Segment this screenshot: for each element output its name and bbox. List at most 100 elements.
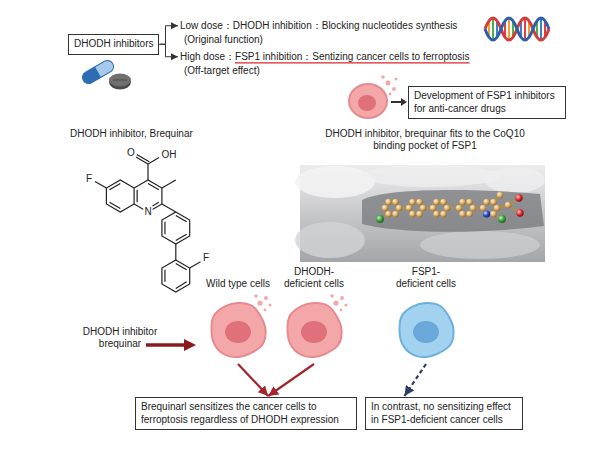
treatment-arrow: [184, 339, 196, 351]
protein-surface: [362, 190, 544, 232]
atom-label: N: [143, 207, 152, 217]
ligand-atoms: [392, 199, 398, 205]
chemical-structure: [134, 180, 162, 210]
chemical-structure: [106, 180, 134, 212]
ligand-atoms: [483, 211, 489, 217]
chemical-structure: [162, 260, 190, 292]
chemical-structure: [165, 216, 187, 241]
drug-icon: [80, 67, 101, 86]
chemical-structure: [95, 181, 106, 188]
cell-illustration: [196, 290, 280, 362]
ferroptotic-cell-icon: [349, 75, 398, 118]
box-text: In contrast, no sensitizing effect in FS…: [371, 401, 517, 426]
ligand-atoms: [466, 199, 472, 205]
cell-membrane: [399, 303, 453, 357]
ferroptotic-cell-icon: [395, 78, 398, 81]
effect-text: (Original function): [180, 33, 457, 47]
ligand-atoms: [459, 211, 465, 217]
ligand-atoms: [483, 199, 489, 205]
ferroptotic-cell-icon: [389, 93, 392, 96]
cell-nucleus: [225, 321, 251, 343]
chemical-structure: [162, 180, 176, 188]
ligand-atoms: [382, 205, 388, 211]
ligand-atoms: [456, 205, 462, 211]
ligand-atoms: [459, 199, 465, 205]
ligand-atoms: [433, 211, 439, 217]
drug-icon: [109, 75, 131, 90]
box-text: Development of FSP1 inhibitors for anti-…: [414, 90, 560, 115]
treatment-label: DHODH inhibitor brequinar: [80, 326, 160, 350]
ligand-atoms: [483, 210, 490, 217]
protein-surface: [295, 165, 545, 262]
ligand-model: [380, 195, 520, 219]
pointer-arrow: [391, 98, 407, 106]
effect-text: Low dose：DHODH inhibition：Blocking nucle…: [180, 19, 457, 33]
ligand-atoms: [376, 215, 384, 223]
chemical-structure: [190, 262, 201, 268]
cell-group: FSP1- deficient cells: [384, 266, 468, 362]
chemical-structure: [136, 155, 150, 164]
ligand-atoms: [376, 192, 524, 223]
cell-fragment: [340, 309, 343, 312]
chemical-structure: [162, 204, 176, 212]
ligand-atoms: [466, 211, 472, 217]
drug-icon: [113, 80, 127, 81]
protein-surface: [485, 167, 545, 193]
protein-surface: [295, 222, 365, 258]
connector-arrow: [159, 26, 178, 45]
ligand-atoms: [385, 199, 391, 205]
cell-illustration: [272, 290, 356, 362]
cell-heading: Wild type cells: [196, 278, 280, 290]
cell-fragment: [333, 300, 338, 305]
cell-fragment: [264, 296, 268, 300]
treatment-arrow: [146, 339, 196, 351]
dna-icon: [485, 18, 549, 40]
chemical-structure: [137, 184, 159, 206]
dose-effect: Low dose：DHODH inhibition：Blocking nucle…: [180, 19, 457, 46]
ligand-atoms: [494, 205, 500, 211]
figure-caption: DHODH inhibitor, brequinar fits to the C…: [312, 128, 538, 152]
chemical-structure: [110, 184, 121, 209]
atom-label: F: [85, 174, 93, 184]
dna-icon: [508, 18, 510, 40]
chemical-structure: [165, 264, 187, 289]
ligand-atoms: [480, 205, 486, 211]
ferroptotic-cell-icon: [392, 87, 396, 91]
ligand-atoms: [497, 192, 503, 198]
cell-fragment: [340, 296, 344, 300]
chemical-structure: [175, 244, 176, 260]
structure-title: DHODH inhibitor, Brequinar: [70, 128, 193, 140]
ferroptotic-cell-icon: [349, 84, 387, 118]
connector-arrow: [159, 44, 178, 57]
ligand-atoms: [516, 209, 523, 216]
cell-group: DHODH- deficient cells: [272, 266, 356, 362]
ligand-model: [380, 195, 520, 219]
ferroptotic-cell-icon: [386, 81, 391, 86]
ligand-atoms: [440, 199, 446, 205]
atom-label: O: [126, 148, 136, 158]
chemical-structure: [148, 158, 159, 180]
ligand-atoms: [409, 199, 415, 205]
cell-membrane: [287, 303, 341, 357]
effect-text: High dose：FSP1 inhibition：Sentizing canc…: [180, 50, 470, 64]
ligand-atoms: [444, 205, 450, 211]
ligand-atoms: [420, 205, 426, 211]
cell-fragment: [254, 294, 258, 298]
ligand-atoms: [392, 211, 398, 217]
cell-nucleus: [301, 321, 327, 343]
cell-membrane: [211, 303, 265, 357]
dna-icon: [485, 18, 549, 40]
ligand-atoms: [416, 199, 422, 205]
ligand-atoms: [490, 199, 496, 205]
drug-icon: [109, 74, 131, 87]
dna-icon: [485, 18, 549, 40]
protein-surface: [420, 231, 540, 259]
ligand-atoms: [396, 205, 402, 211]
connector-arrow: [405, 364, 427, 396]
cell-fragment: [257, 300, 262, 305]
pointer-arrow: [401, 98, 407, 106]
